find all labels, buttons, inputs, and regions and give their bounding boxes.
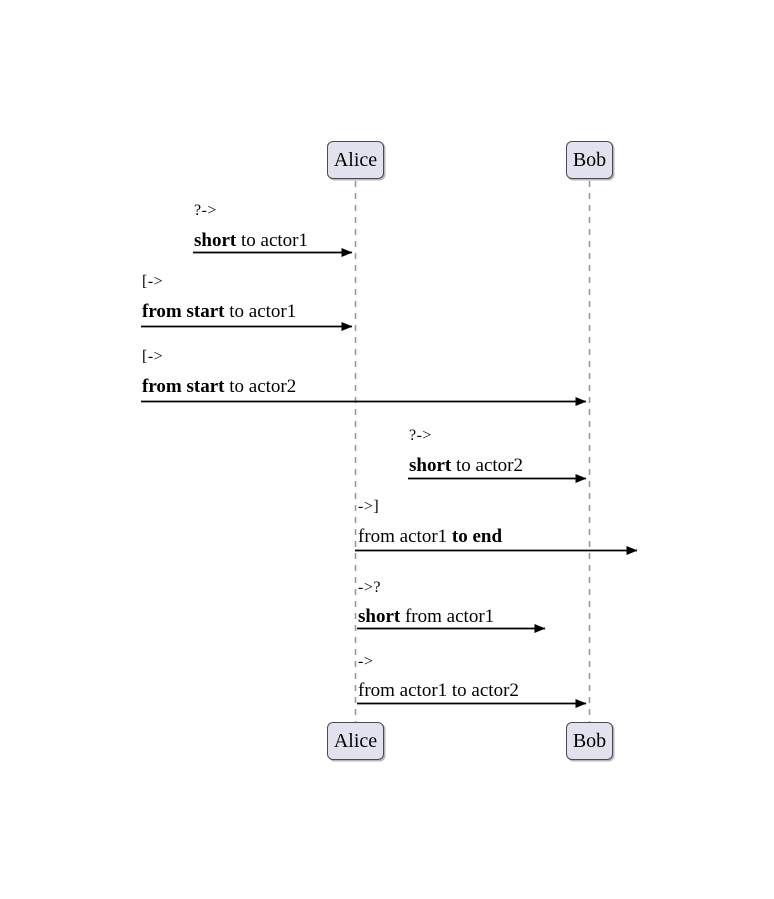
actor-head-alice-label: Alice (333, 149, 378, 171)
message-label-6-rest: from actor1 (400, 606, 495, 627)
actor-head-bob-label: Bob (572, 149, 607, 171)
message-label-1: short to actor1 (194, 231, 308, 250)
message-label-2-bold: from start (142, 301, 225, 322)
actor-head-bob[interactable]: Bob (566, 141, 613, 179)
message-label-2-rest: to actor1 (224, 301, 297, 322)
message-tag-4: ?-> (409, 427, 432, 444)
message-tag-1: ?-> (194, 202, 217, 219)
actor-foot-bob[interactable]: Bob (566, 722, 613, 760)
actor-foot-alice-label: Alice (333, 730, 378, 752)
message-label-4-bold: short (409, 455, 452, 476)
message-label-7-rest: from actor1 to actor2 (358, 680, 519, 701)
message-tag-6: ->? (358, 579, 381, 596)
message-tag-2: [-> (142, 273, 164, 290)
actor-foot-alice[interactable]: Alice (327, 722, 384, 760)
message-tag-5: ->] (358, 498, 380, 515)
message-label-6-bold: short (358, 606, 401, 627)
message-label-3-bold: from start (142, 376, 225, 397)
message-label-7: from actor1 to actor2 (358, 681, 519, 700)
message-label-5-bold: to end (451, 526, 503, 547)
message-label-4-rest: to actor2 (451, 455, 523, 476)
actor-head-alice[interactable]: Alice (327, 141, 384, 179)
message-label-4: short to actor2 (409, 456, 523, 475)
message-tag-3: [-> (142, 348, 164, 365)
message-label-1-bold: short (194, 230, 237, 251)
message-tag-7: -> (358, 653, 374, 670)
message-label-3: from start to actor2 (142, 377, 296, 396)
message-label-6: short from actor1 (358, 607, 494, 626)
actor-foot-bob-label: Bob (572, 730, 607, 752)
message-label-5-pre: from actor1 (358, 526, 452, 547)
message-label-1-rest: to actor1 (236, 230, 308, 251)
message-label-3-rest: to actor2 (224, 376, 297, 397)
message-label-2: from start to actor1 (142, 302, 296, 321)
message-label-5: from actor1 to end (358, 527, 502, 546)
